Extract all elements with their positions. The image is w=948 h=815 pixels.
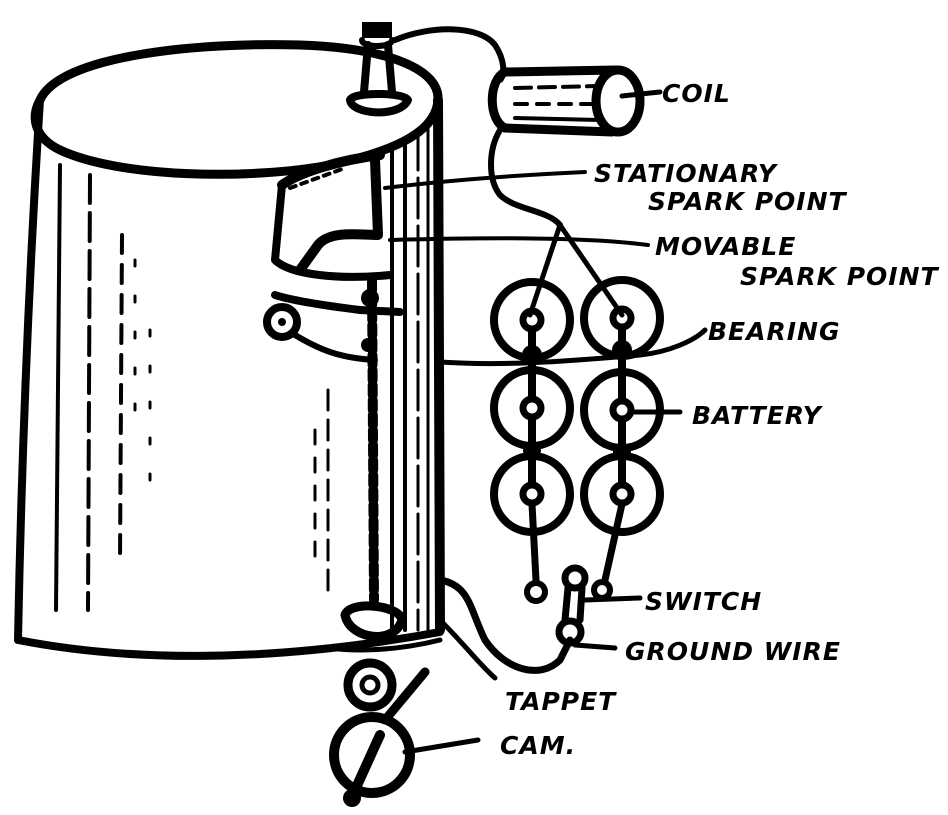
battery: [490, 276, 664, 604]
label-coil: COIL: [662, 79, 731, 108]
push-rod: [367, 275, 379, 605]
label-tappet: TAPPET: [505, 687, 617, 716]
bearing-line: [437, 327, 708, 367]
label-switch: SWITCH: [645, 587, 762, 616]
engine-cylinder: [14, 40, 445, 660]
label-stationary-line2: SPARK POINT: [648, 187, 848, 216]
leader-lines: [383, 89, 683, 755]
spark-point-assembly: [271, 150, 394, 281]
wire-coil-to-battery: [488, 127, 563, 228]
coil: [487, 65, 645, 137]
wire-terminal-to-coil: [392, 26, 507, 83]
label-bearing: BEARING: [708, 317, 840, 346]
label-cam: CAM.: [500, 731, 576, 760]
movable-lever: [263, 289, 404, 363]
label-ground-wire: GROUND WIRE: [625, 637, 841, 666]
terminal-post: [346, 22, 412, 117]
wire-cylinder-to-ground: [436, 576, 574, 674]
label-stationary-line1: STATIONARY: [594, 159, 779, 188]
label-movable-line1: MOVABLE: [655, 232, 796, 261]
label-battery: BATTERY: [692, 401, 824, 430]
switch: [555, 564, 589, 647]
tappet-and-cam: [329, 601, 430, 807]
label-movable-line2: SPARK POINT: [740, 262, 940, 291]
